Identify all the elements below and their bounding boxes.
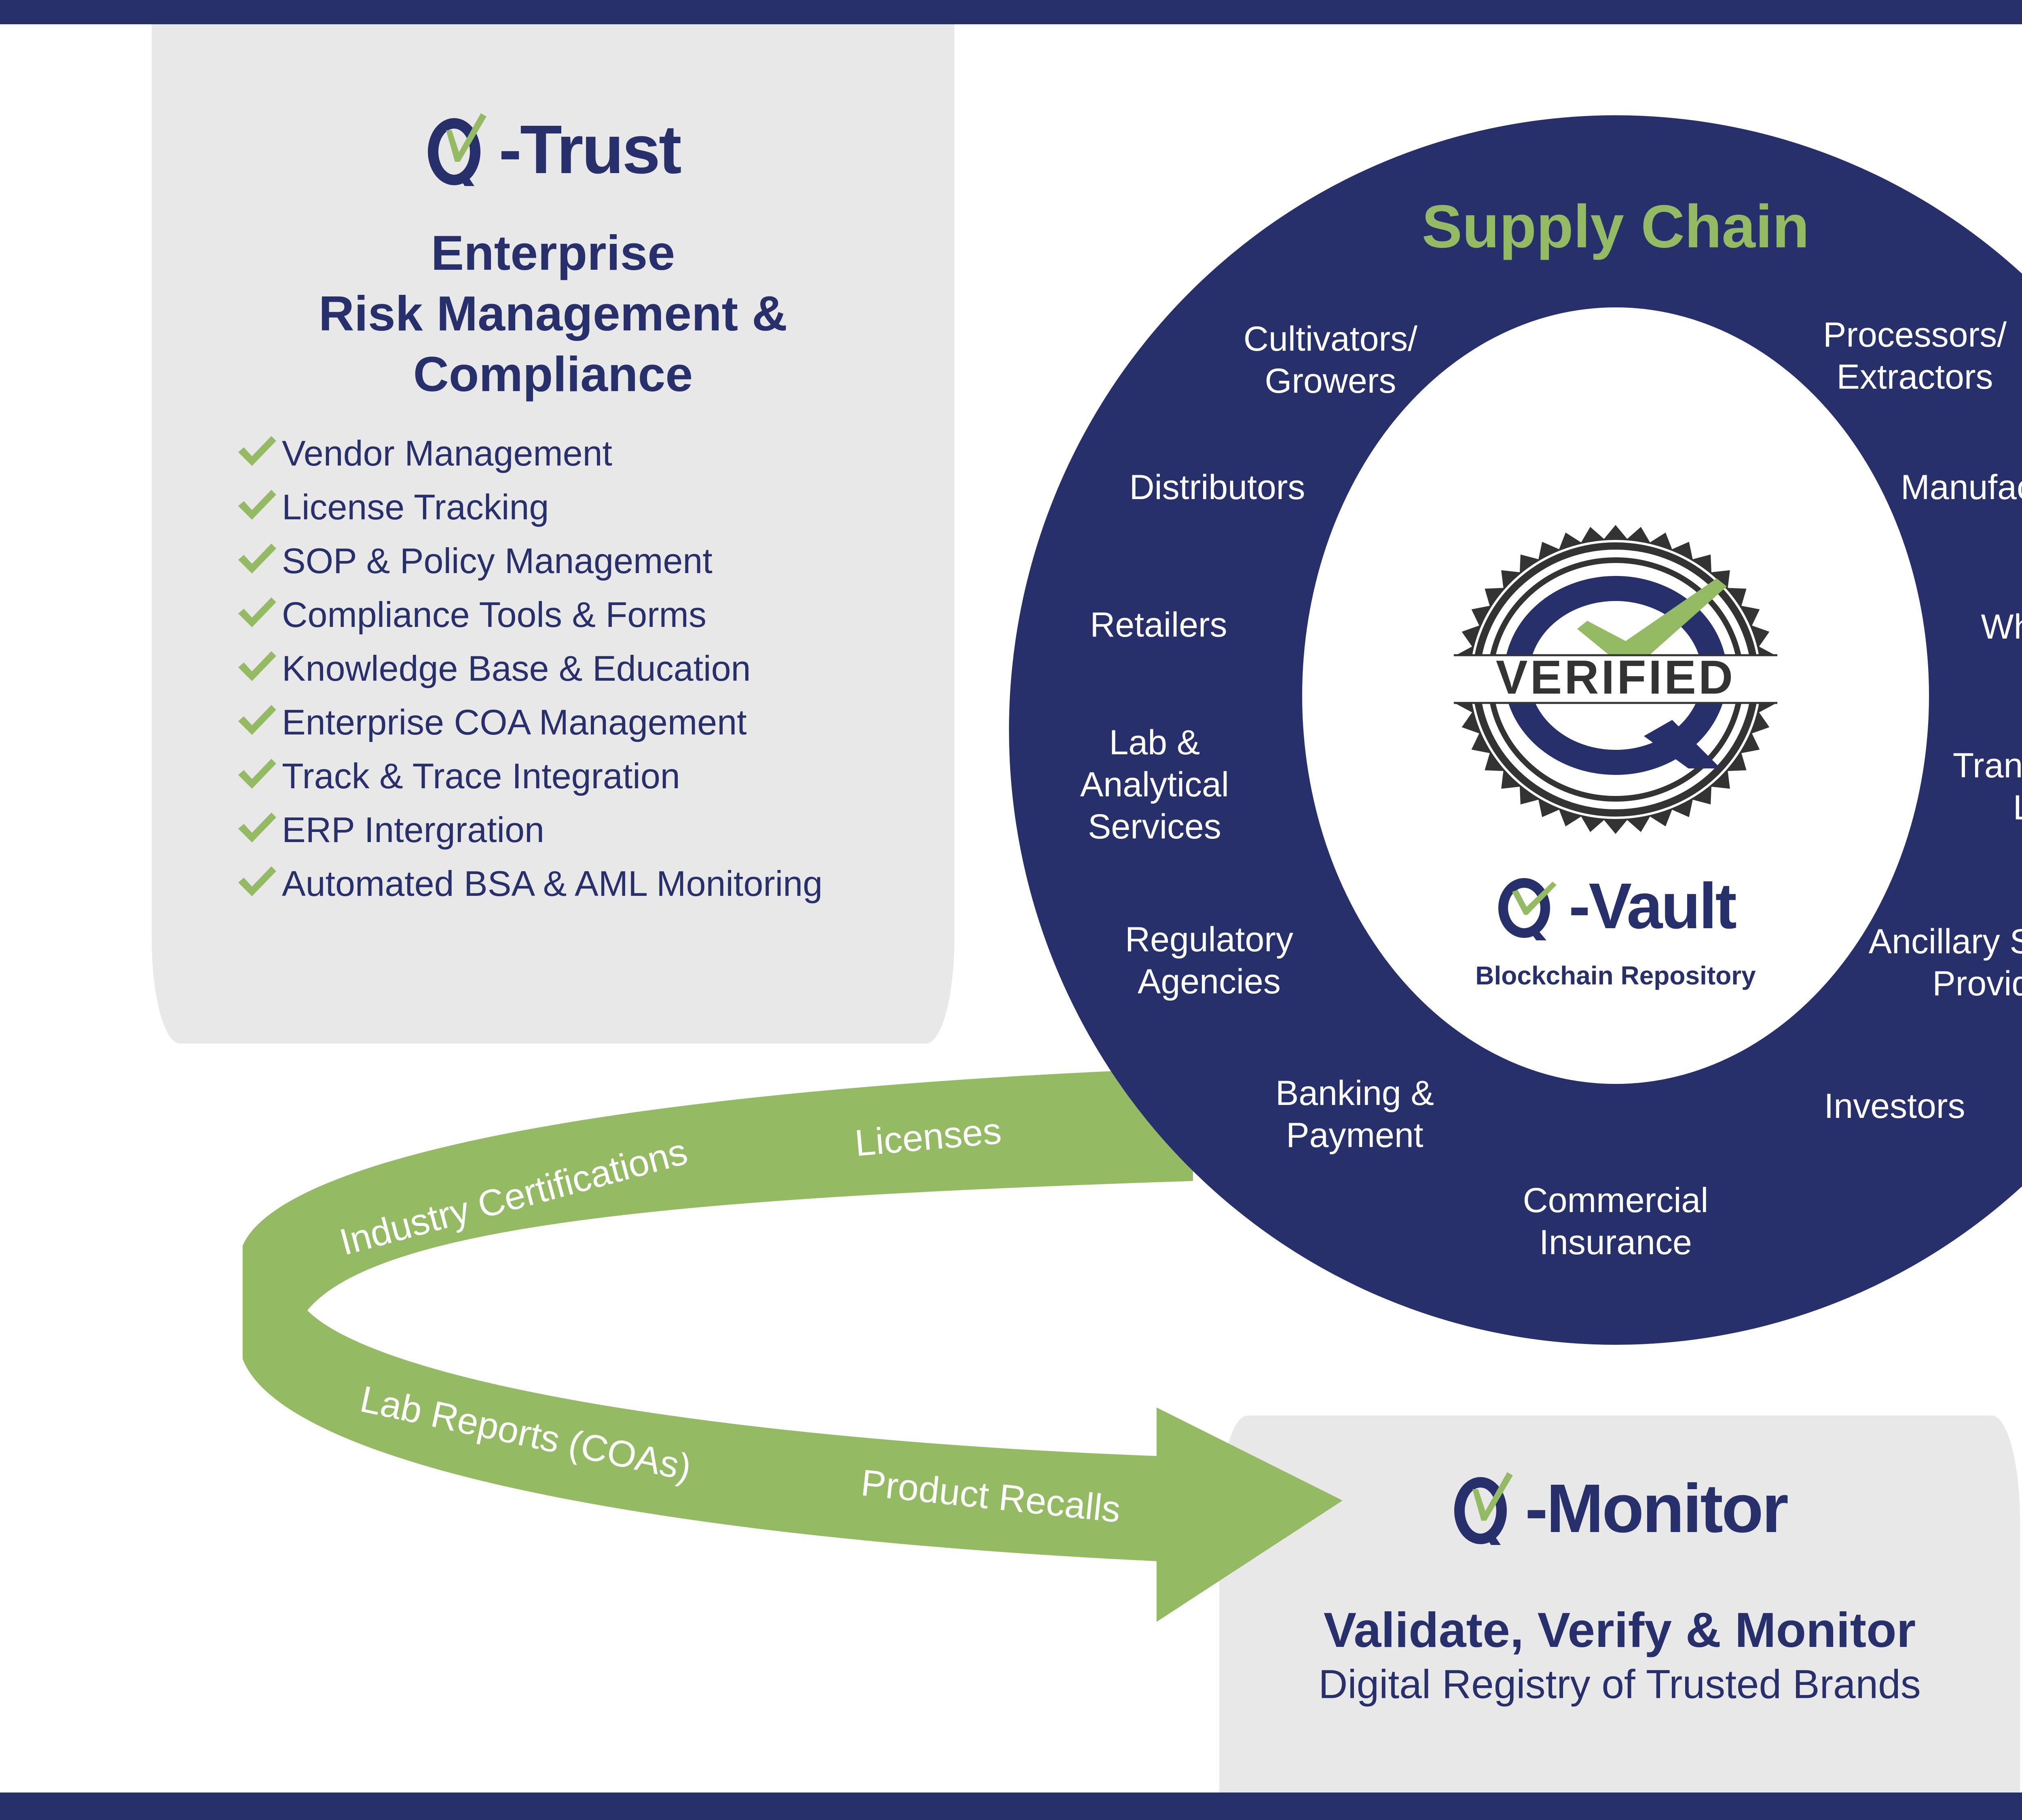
checkmark-icon xyxy=(237,702,277,738)
q-monitor-subheading: Digital Registry of Trusted Brands xyxy=(1318,1661,1921,1707)
supply-chain-node-line: Ancillary Services xyxy=(1868,922,2022,961)
supply-chain-node-line: Distributors xyxy=(1129,468,1305,507)
feature-item: ERP Intergration xyxy=(237,809,924,851)
feature-item: Enterprise COA Management xyxy=(237,702,924,743)
q-trust-heading-line: Compliance xyxy=(413,347,693,402)
q-vault-brand: -Vault xyxy=(1569,870,1737,942)
q-trust-panel xyxy=(152,24,954,1043)
feature-item-label: Knowledge Base & Education xyxy=(282,648,751,688)
supply-chain-node-cultivators: Cultivators/Growers xyxy=(1244,318,1417,402)
q-monitor-heading: Validate, Verify & Monitor xyxy=(1323,1602,1916,1657)
supply-chain-node-line: Analytical xyxy=(1080,765,1229,804)
supply-chain-title: Supply Chain xyxy=(1421,192,1810,260)
supply-chain-node-line: Cultivators/ xyxy=(1243,320,1418,358)
supply-chain-node-manufacturers: Manufacturers xyxy=(1901,466,2022,508)
top-bar xyxy=(0,0,2022,24)
feature-item: Knowledge Base & Education xyxy=(237,648,924,689)
supply-chain-node-retailers: Retailers xyxy=(1090,604,1227,646)
supply-chain-node-line: Regulatory xyxy=(1125,920,1293,959)
supply-chain-node-investors: Investors xyxy=(1824,1085,1965,1127)
supply-chain-node-line: Extractors xyxy=(1836,358,1993,396)
supply-chain-node-line: Lab & xyxy=(1109,723,1200,762)
feature-item-label: Enterprise COA Management xyxy=(282,702,747,742)
checkmark-icon xyxy=(237,756,277,792)
feature-item: Track & Trace Integration xyxy=(237,756,924,797)
feature-item-label: License Tracking xyxy=(282,487,549,527)
supply-chain-node-line: Agencies xyxy=(1138,962,1281,1001)
bottom-bar xyxy=(0,1792,2022,1820)
supply-chain-node-line: Insurance xyxy=(1539,1223,1692,1262)
q-trust-heading-line: Enterprise xyxy=(431,225,675,280)
q-monitor-logo: -Monitor xyxy=(1219,1468,2020,1549)
feature-item-label: Track & Trace Integration xyxy=(282,756,680,796)
supply-chain-node-transportation: Transportation &Logistics xyxy=(1953,745,2022,829)
supply-chain-node-ancillary: Ancillary ServicesProviders xyxy=(1869,921,2022,1005)
q-check-logo-icon xyxy=(1454,1472,1513,1545)
checkmark-icon xyxy=(237,863,277,899)
supply-chain-node-line: Payment xyxy=(1286,1116,1423,1155)
q-vault-logo: -Vault xyxy=(1454,866,1777,946)
feature-item-label: Automated BSA & AML Monitoring xyxy=(282,863,823,904)
feature-item-label: SOP & Policy Management xyxy=(282,541,713,581)
checkmark-icon xyxy=(237,594,277,631)
q-monitor-panel xyxy=(1219,1416,2020,1796)
feature-item-label: ERP Intergration xyxy=(282,810,544,850)
supply-chain-node-line: Processors/ xyxy=(1823,315,2007,354)
feature-item-label: Compliance Tools & Forms xyxy=(282,595,706,635)
supply-chain-node-distributors: Distributors xyxy=(1129,466,1305,508)
q-trust-brand: -Trust xyxy=(499,111,681,188)
q-vault-subtitle: Blockchain Repository xyxy=(1475,961,1756,990)
seal-text: VERIFIED xyxy=(1496,651,1735,704)
checkmark-icon xyxy=(237,809,277,846)
checkmark-icon xyxy=(237,433,277,469)
feature-item: Vendor Management xyxy=(237,433,924,474)
supply-chain-node-line: Manufacturers xyxy=(1901,468,2022,507)
supply-chain-node-line: Growers xyxy=(1265,362,1396,400)
supply-chain-node-line: Transportation & xyxy=(1952,746,2022,785)
supply-chain-node-line: Commercial xyxy=(1523,1181,1709,1220)
risk-band-left xyxy=(243,1068,1343,1622)
supply-chain-node-line: Services xyxy=(1088,807,1221,846)
verified-seal-icon: VERIFIED xyxy=(1454,525,1777,834)
supply-chain-node-line: Wholesalers xyxy=(1981,607,2022,646)
supply-chain-node-line: Logistics xyxy=(1953,787,2022,829)
checkmark-icon xyxy=(237,648,277,684)
q-check-logo-icon xyxy=(428,113,487,186)
feature-item: Compliance Tools & Forms xyxy=(237,594,924,635)
supply-chain-node-processors: Processors/Extractors xyxy=(1823,314,2007,398)
supply-chain-node-line: Retailers xyxy=(1090,605,1227,644)
q-check-logo-icon xyxy=(1498,878,1557,940)
checkmark-icon xyxy=(237,487,277,523)
feature-item: Automated BSA & AML Monitoring xyxy=(237,863,924,904)
supply-chain-node-line: Investors xyxy=(1824,1087,1965,1126)
q-trust-logo: -Trust xyxy=(152,109,954,190)
feature-item: License Tracking xyxy=(237,487,924,528)
feature-item: SOP & Policy Management xyxy=(237,540,924,582)
q-trust-heading-line: Risk Management & xyxy=(318,286,788,341)
supply-chain-node-banking: Banking &Payment xyxy=(1275,1072,1434,1156)
feature-item-label: Vendor Management xyxy=(282,433,613,473)
checkmark-icon xyxy=(237,540,277,577)
supply-chain-node-line: Banking & xyxy=(1275,1074,1434,1113)
supply-chain-node-wholesalers: Wholesalers xyxy=(1981,606,2022,648)
q-trust-heading: Enterprise Risk Management & Compliance xyxy=(152,222,954,404)
supply-chain-node-line: Providers xyxy=(1932,964,2022,1003)
q-monitor-brand: -Monitor xyxy=(1525,1470,1789,1547)
